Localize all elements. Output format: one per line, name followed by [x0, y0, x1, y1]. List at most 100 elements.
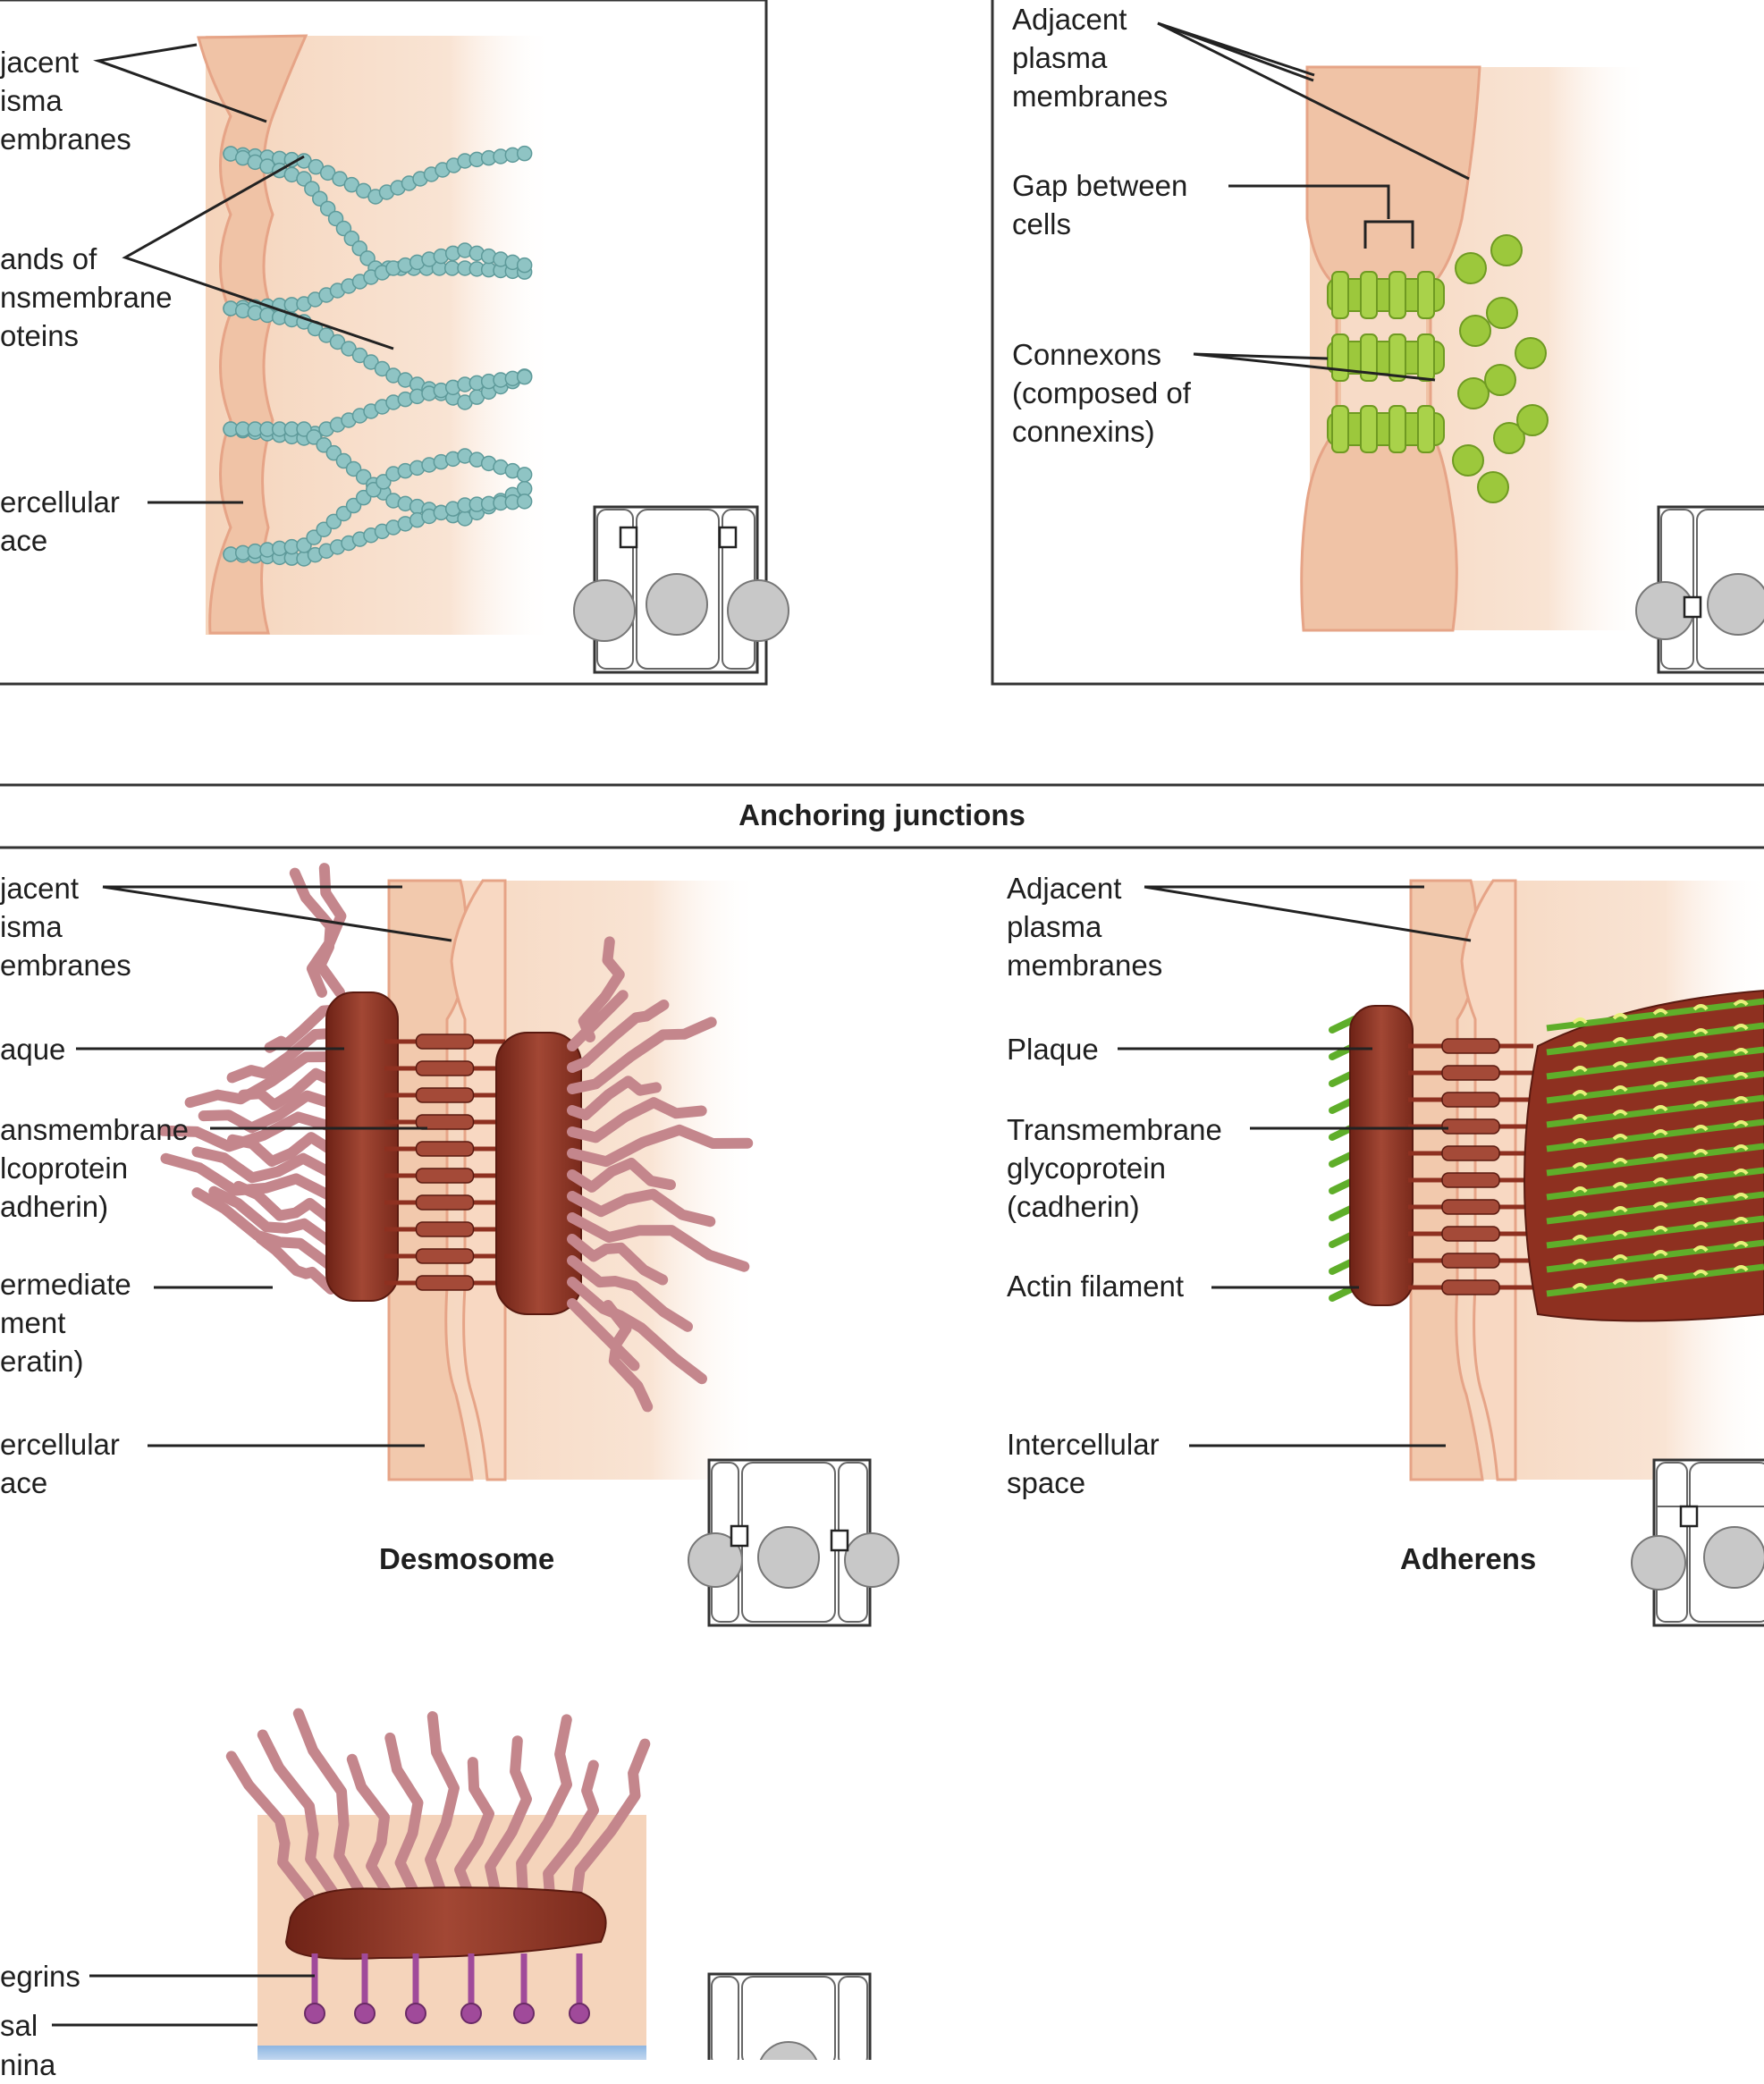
- connexon-segment: [1331, 333, 1349, 382]
- adherens-actin-right: [1546, 998, 1764, 1297]
- integrins-label: egrins: [0, 1960, 80, 1993]
- connexon-segment: [1360, 405, 1378, 453]
- cadherin-domain: [1441, 1253, 1500, 1269]
- tight-junction-frame: [0, 0, 768, 686]
- myosin-mark: [1733, 1096, 1749, 1103]
- connexon-segment: [1417, 271, 1435, 319]
- anchoring-header-bar: [0, 783, 1764, 849]
- myosin-mark: [1612, 1061, 1628, 1068]
- desmosome-space-label: ercellular ace: [0, 1428, 120, 1499]
- adherens-plaque-left: [1349, 1005, 1414, 1306]
- keratin-filament: [485, 1735, 532, 1901]
- cadherin-domain: [415, 1168, 475, 1184]
- myosin-mark: [1612, 1158, 1628, 1165]
- myosin-mark: [1652, 1177, 1668, 1185]
- adherens-glycoprotein-label: Transmembrane glycoprotein (cadherin): [1007, 1113, 1222, 1223]
- connexon-segment: [1360, 333, 1378, 382]
- desmosome-keratin-right: [567, 936, 754, 1413]
- myosin-mark: [1733, 1193, 1749, 1200]
- myosin-mark: [1612, 1230, 1628, 1237]
- anchoring-junctions-heading: Anchoring junctions: [739, 798, 1025, 831]
- adherens-plaque-label: Plaque: [1007, 1033, 1099, 1066]
- adherens-membranes-label: Adjacent plasma membranes: [1007, 872, 1163, 982]
- myosin-mark: [1652, 1081, 1668, 1088]
- myosin-mark: [1572, 1186, 1588, 1194]
- keratin-filament: [567, 1124, 754, 1168]
- keratin-filament: [567, 1000, 670, 1073]
- myosin-mark: [1572, 1283, 1588, 1290]
- keratin-filament: [603, 1300, 654, 1413]
- cadherin-domain: [415, 1114, 475, 1130]
- strand-bead: [516, 467, 533, 483]
- myosin-mark: [1612, 1013, 1628, 1020]
- keratin-filament: [578, 936, 625, 1042]
- integrin-head: [460, 2003, 482, 2024]
- cadherin-domain: [415, 1034, 475, 1050]
- keratin-filament: [567, 1212, 750, 1272]
- myosin-mark: [1652, 1202, 1668, 1209]
- connexon-segment: [1360, 271, 1378, 319]
- cadherin-domain: [415, 1221, 475, 1237]
- integrin-head: [304, 2003, 325, 2024]
- connexon-dot: [1484, 364, 1516, 396]
- myosin-mark: [1612, 1134, 1628, 1141]
- myosin-mark: [1652, 1250, 1668, 1257]
- myosin-mark: [1692, 1221, 1709, 1228]
- myosin-mark: [1612, 1085, 1628, 1093]
- adherens-title: Adherens: [1400, 1542, 1537, 1575]
- connexon-segment: [1417, 405, 1435, 453]
- myosin-mark: [1692, 1245, 1709, 1253]
- tight-inset-icon: [573, 505, 789, 674]
- myosin-mark: [1692, 1270, 1709, 1277]
- keratin-filament: [567, 1097, 707, 1143]
- connexon: [1327, 278, 1445, 312]
- integrin-head: [354, 2003, 376, 2024]
- tight-junction-panel: [0, 0, 789, 686]
- connexon-segment: [1388, 405, 1406, 453]
- basal-lamina-label: sal: [0, 2009, 38, 2042]
- myosin-mark: [1733, 1265, 1749, 1272]
- desmosome-panel: [76, 863, 899, 1627]
- connexon-segment: [1331, 405, 1349, 453]
- myosin-mark: [1733, 1072, 1749, 1079]
- keratin-filament: [567, 1076, 662, 1121]
- myosin-mark: [1733, 1217, 1749, 1224]
- desmosome-membranes-label: jacent isma embranes: [0, 872, 131, 982]
- hemidesmosome-panel: [52, 1708, 872, 2084]
- myosin-mark: [1612, 1182, 1628, 1189]
- basal-lamina: [257, 2046, 646, 2063]
- connexon-dot: [1459, 315, 1491, 347]
- connexon-dot: [1455, 252, 1487, 284]
- keratin-filament: [516, 1714, 572, 1901]
- cadherin-domain: [1441, 1279, 1500, 1295]
- adherens-panel: [1118, 879, 1764, 1627]
- keratin-filament: [208, 1185, 336, 1248]
- hemidesmosome-keratin: [225, 1708, 651, 1901]
- keratin-filament: [306, 863, 347, 998]
- cadherin-domain: [1441, 1065, 1500, 1081]
- tight-membranes-label: jacent isma embranes: [0, 46, 131, 156]
- cadherin-domain: [1441, 1172, 1500, 1188]
- cadherin-domain: [1441, 1145, 1500, 1161]
- myosin-mark: [1692, 1004, 1709, 1011]
- connexon-dot: [1477, 471, 1509, 503]
- strand-bead: [516, 257, 533, 274]
- myosin-mark: [1652, 1226, 1668, 1233]
- desmosome-inset-icon: [688, 1458, 899, 1627]
- myosin-mark: [1652, 1105, 1668, 1112]
- desmosome-cadherins: [384, 1034, 505, 1291]
- myosin-mark: [1612, 1206, 1628, 1213]
- myosin-mark: [1572, 1162, 1588, 1169]
- connexon-segment: [1417, 333, 1435, 382]
- keratin-filament: [567, 1234, 669, 1286]
- integrins-group: [304, 1953, 590, 2024]
- cadherin-domain: [415, 1141, 475, 1157]
- strand-bead: [516, 145, 533, 162]
- keratin-filament: [292, 1708, 367, 1901]
- myosin-mark: [1572, 1211, 1588, 1218]
- connexons-label: Connexons (composed of connexins): [1012, 338, 1191, 448]
- tight-membranes: [197, 34, 308, 635]
- keratin-filament: [257, 1729, 341, 1901]
- keratin-filament: [567, 1255, 693, 1332]
